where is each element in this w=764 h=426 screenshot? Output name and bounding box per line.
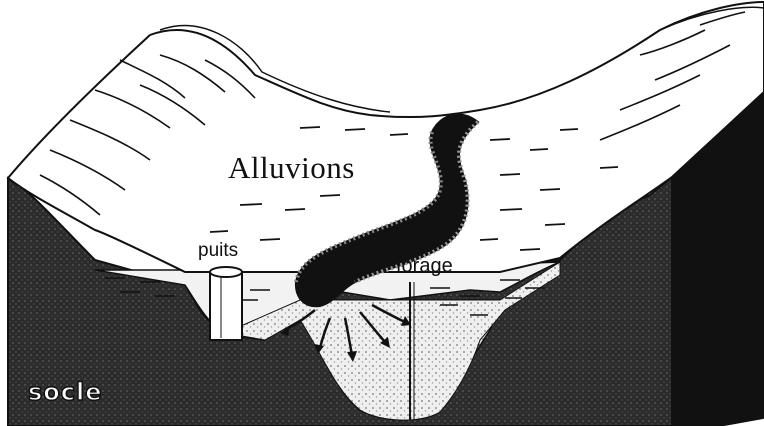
forage-label: forage — [396, 255, 453, 278]
alluvions-label: Alluvions — [228, 150, 355, 186]
well — [210, 267, 242, 340]
puits-label: puits — [198, 240, 238, 262]
socle-label: socle — [28, 378, 103, 406]
